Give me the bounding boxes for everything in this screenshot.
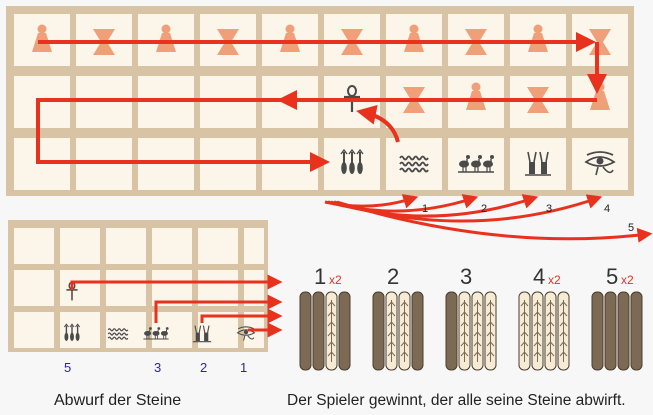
small-arrow-5 — [70, 274, 283, 290]
small-square-r1-c6 — [244, 228, 264, 264]
throw-label-4: 4 — [604, 203, 610, 215]
caption-right: Der Spieler gewinnt, der alle seine Stei… — [287, 392, 626, 409]
stick-dark-side — [591, 291, 604, 371]
throw-label-2: 2 — [481, 203, 487, 215]
throw-arrow-5 — [336, 200, 653, 243]
stick-dark-side — [604, 291, 617, 371]
water-icon — [399, 155, 429, 173]
stick-dark-side — [411, 291, 424, 371]
two-figures-icon — [525, 151, 551, 176]
special-squares — [340, 85, 616, 176]
stick-white-side — [531, 291, 544, 371]
small-board-squares — [14, 228, 264, 348]
stick-white-side — [544, 291, 557, 371]
two-figures-icon — [192, 325, 212, 343]
three-truths-icon — [340, 148, 364, 174]
stick-group-3: 3 — [445, 264, 497, 371]
small-arrow-3 — [154, 294, 283, 323]
small-board-numbers: 5 3 2 1 — [64, 360, 247, 375]
three-truths-icon — [63, 323, 81, 341]
caption-left: Abwurf der Steine — [54, 392, 181, 409]
small-square-r3-c1 — [14, 312, 54, 348]
stick-count-3: 3 — [460, 264, 472, 289]
multiplier-1: x2 — [329, 273, 342, 287]
small-square-r2-c6 — [244, 270, 264, 306]
stick-dark-side — [338, 291, 351, 371]
stick-dark-side — [630, 291, 643, 371]
small-square-r1-c4 — [152, 228, 192, 264]
small-board — [8, 220, 268, 352]
small-number-5: 5 — [64, 360, 71, 375]
stick-dark-side — [372, 291, 385, 371]
water-icon — [107, 328, 129, 340]
stick-white-side — [484, 291, 497, 371]
path-row-3-arrow — [36, 98, 330, 172]
small-square-r2-c2 — [60, 270, 100, 306]
small-square-r1-c2 — [60, 228, 100, 264]
small-square-r3-c4 — [152, 312, 192, 348]
small-square-r2-c5 — [198, 270, 238, 306]
movement-path — [36, 32, 607, 172]
eye-of-horus-icon — [236, 326, 256, 341]
small-square-r1-c1 — [14, 228, 54, 264]
small-square-r2-c1 — [14, 270, 54, 306]
throw-labels: 1 2 3 4 5 — [422, 203, 634, 234]
stick-dark-side — [312, 291, 325, 371]
small-number-1: 1 — [240, 360, 247, 375]
stick-dark-side — [299, 291, 312, 371]
stick-count-2: 2 — [387, 264, 399, 289]
multiplier-4: x2 — [548, 273, 561, 287]
small-square-r2-c4 — [152, 270, 192, 306]
stick-white-side — [325, 291, 338, 371]
small-board-arrows — [70, 274, 283, 338]
ankh-return-arrow — [356, 104, 400, 143]
stick-white-side — [398, 291, 411, 371]
small-square-r1-c5 — [198, 228, 238, 264]
stick-dark-side — [617, 291, 630, 371]
stick-count-4: 4 — [533, 264, 545, 289]
small-number-3: 3 — [154, 360, 161, 375]
small-arrow-2 — [200, 308, 283, 324]
stick-white-side — [458, 291, 471, 371]
stick-white-side — [557, 291, 570, 371]
three-birds-icon — [458, 155, 494, 173]
small-square-r1-c3 — [106, 228, 146, 264]
eye-of-horus-icon — [584, 151, 616, 176]
stick-dark-side — [445, 291, 458, 371]
throw-arrows — [324, 194, 653, 243]
stick-white-side — [471, 291, 484, 371]
stick-count-1: 1 — [314, 264, 326, 289]
stick-white-side — [518, 291, 531, 371]
small-square-r2-c3 — [106, 270, 146, 306]
throw-label-5: 5 — [628, 222, 634, 234]
three-birds-icon — [143, 327, 169, 340]
multiplier-5: x2 — [621, 273, 634, 287]
throw-label-1: 1 — [422, 203, 428, 215]
throw-label-3: 3 — [546, 203, 552, 215]
stick-white-side — [385, 291, 398, 371]
small-number-2: 2 — [200, 360, 207, 375]
board-square-r3-c9 — [510, 138, 566, 190]
stick-count-5: 5 — [606, 264, 618, 289]
stick-group-2: 2 — [372, 264, 424, 371]
